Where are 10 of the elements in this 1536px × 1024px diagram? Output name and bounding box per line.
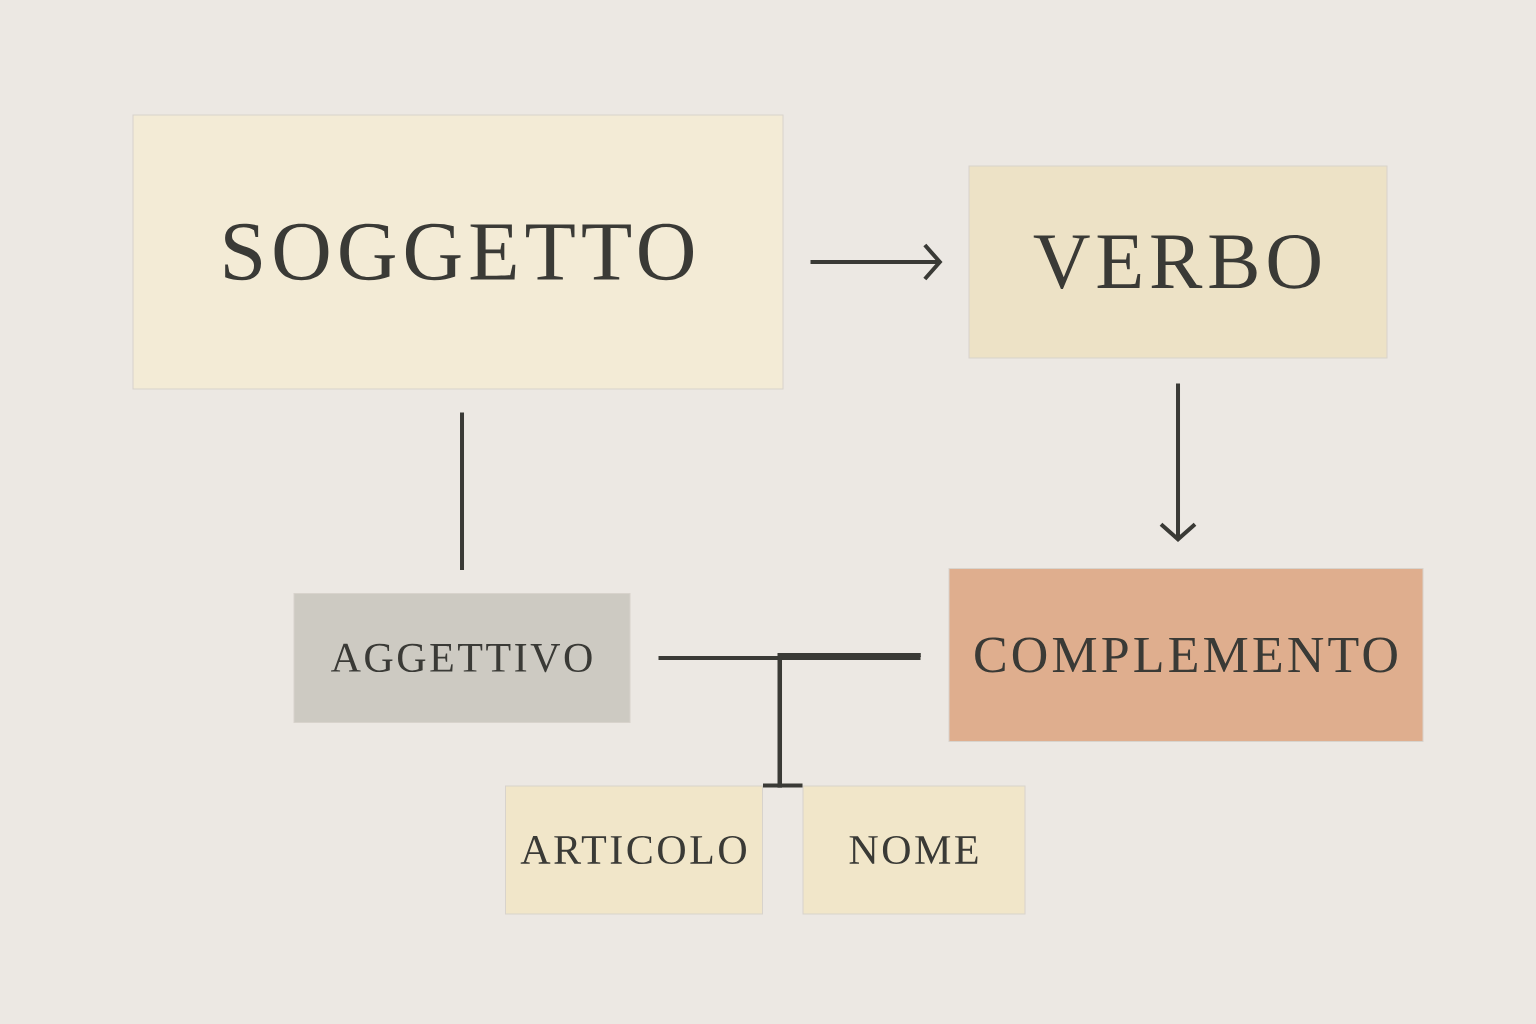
word-card: NOME xyxy=(802,785,1026,915)
word-card: AGGETTIVO xyxy=(293,593,631,723)
word-card: SOGGETTO xyxy=(132,114,784,390)
arrow xyxy=(810,243,943,281)
word-card: VERBO xyxy=(968,165,1388,359)
word-card: ARTICOLO xyxy=(505,785,763,915)
arrow xyxy=(1159,383,1197,542)
word-card: COMPLEMENTO xyxy=(948,568,1424,742)
connector-line xyxy=(658,656,921,660)
connector-line xyxy=(460,412,464,570)
